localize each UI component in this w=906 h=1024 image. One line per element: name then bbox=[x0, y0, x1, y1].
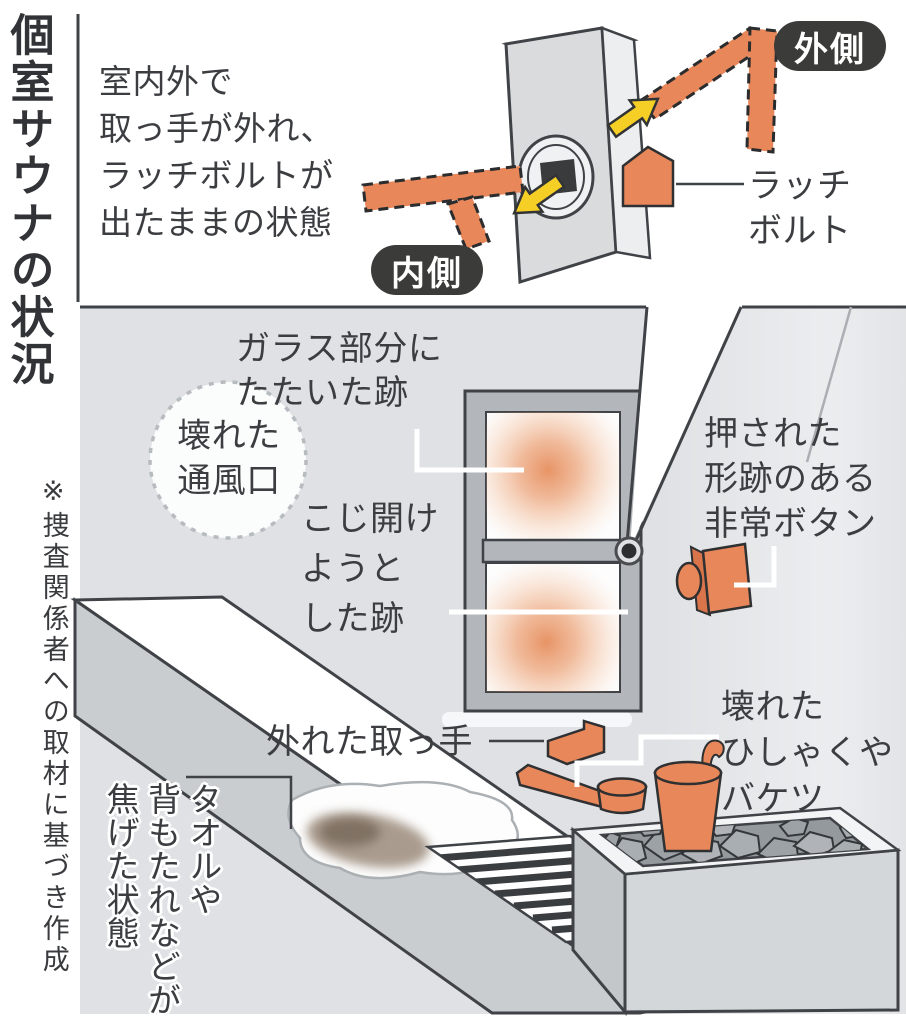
lock-position-callout bbox=[614, 306, 743, 566]
broken-ladle-icon bbox=[515, 763, 648, 815]
fallen-handle-icon bbox=[546, 719, 606, 766]
broken-vent-icon bbox=[148, 380, 308, 540]
glass-hit-mark-bottom bbox=[486, 563, 620, 692]
arrow-outward-left-icon bbox=[512, 173, 566, 215]
door-lock-icon bbox=[501, 26, 652, 285]
glass-callout-line bbox=[414, 429, 524, 473]
emergency-button-icon bbox=[675, 542, 753, 617]
emergency-button-label: 押された 形跡のある 非常ボタン bbox=[704, 415, 877, 543]
latch-bolt-label: ラッチ ボルト bbox=[748, 167, 852, 250]
arrow-outward-right-icon bbox=[606, 97, 660, 139]
sauna-stove-icon bbox=[569, 806, 902, 1017]
page-title: 個室サウナの状況 bbox=[3, 12, 53, 388]
outside-handle-icon bbox=[637, 26, 779, 154]
outside-badge: 外側 bbox=[774, 21, 886, 71]
broken-items-label: 壊れた ひしゃくや バケツ bbox=[721, 688, 894, 818]
latch-bolt-icon bbox=[621, 145, 675, 208]
button-callout-line bbox=[734, 546, 777, 588]
sauna-door-icon bbox=[463, 389, 643, 713]
broken-vent-label: 壊れた 通風口 bbox=[177, 417, 281, 500]
burnt-callout-line bbox=[186, 775, 293, 829]
glass-hit-label: ガラス部分に たたいた跡 bbox=[236, 330, 443, 412]
inside-handle-icon bbox=[361, 164, 525, 251]
pry-marks-label: こじ開け ようと した跡 bbox=[301, 500, 439, 638]
wall-corner-line bbox=[805, 306, 853, 463]
white-callout-lines bbox=[414, 429, 777, 787]
source-note: ※捜査関係者への取材に基づき作成 bbox=[38, 476, 69, 976]
bucket-callout-line bbox=[574, 734, 719, 787]
glass-hit-mark-top bbox=[486, 412, 620, 541]
lock-description: 室内外で 取っ手が外れ、 ラッチボルトが 出たままの状態 bbox=[99, 63, 334, 241]
detached-handle-label: 外れた取っ手 bbox=[266, 723, 473, 761]
inside-badge: 内側 bbox=[371, 245, 483, 295]
burnt-items-label: タオルや 背もたれなどが 焦げた状態 bbox=[102, 782, 222, 1017]
broken-bucket-icon bbox=[653, 739, 725, 853]
